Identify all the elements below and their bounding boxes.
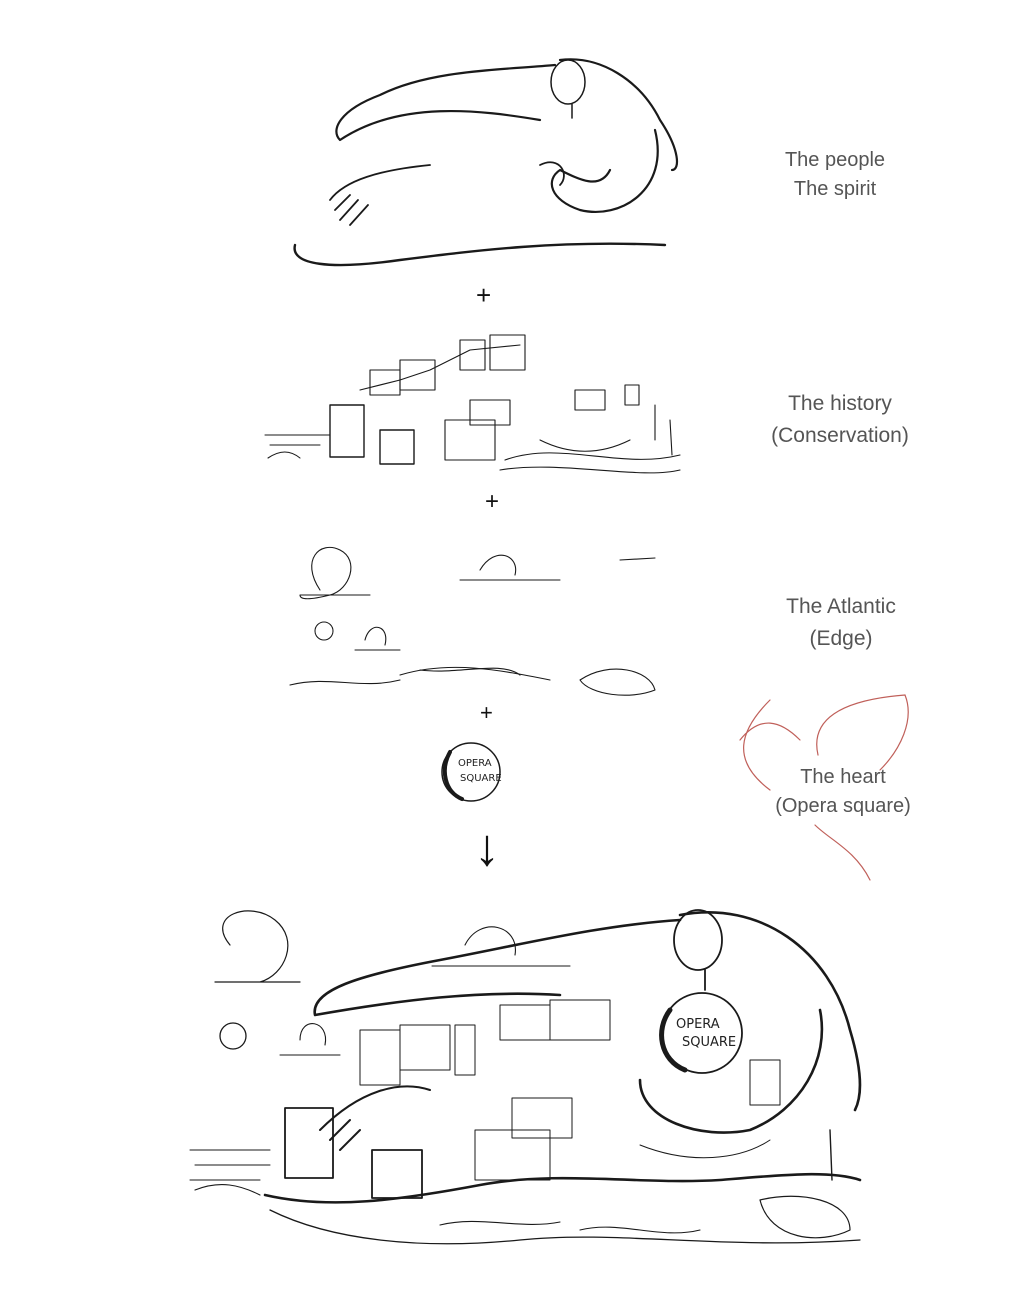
composite-illustration: OPERA SQUARE (189, 909, 862, 1245)
atlantic-sea-sketch (289, 546, 656, 696)
composite-badge-line1: OPERA (676, 1017, 720, 1032)
label-heart: The heart (Opera square) (733, 763, 953, 821)
label-atlantic-line2: (Edge) (809, 627, 873, 650)
plus-sign-3: + (480, 700, 493, 725)
label-heart-line1: The heart (800, 766, 886, 788)
plus-sign-1: + (476, 280, 492, 310)
label-history: The history (Conservation) (730, 388, 950, 452)
label-history-line1: The history (788, 392, 892, 415)
composite-badge-line2: SQUARE (682, 1035, 736, 1050)
label-atlantic-line1: The Atlantic (786, 595, 896, 618)
label-heart-line2: (Opera square) (775, 795, 911, 817)
label-people-line2: The spirit (793, 178, 877, 200)
badge-line1: OPERA (458, 758, 492, 769)
history-town-sketch (264, 334, 681, 474)
spirit-figure-sketch (293, 58, 678, 267)
label-atlantic: The Atlantic (Edge) (731, 591, 951, 655)
heart-outline (739, 694, 909, 881)
label-people-line1: The people (784, 149, 886, 171)
label-history-line2: (Conservation) (771, 424, 909, 447)
opera-square-badge: OPERA SQUARE (441, 742, 502, 802)
label-people: The people The spirit (725, 146, 945, 204)
down-arrow: ↓ (474, 819, 500, 877)
plus-sign-2: + (485, 488, 500, 515)
badge-line2: SQUARE (460, 773, 502, 784)
